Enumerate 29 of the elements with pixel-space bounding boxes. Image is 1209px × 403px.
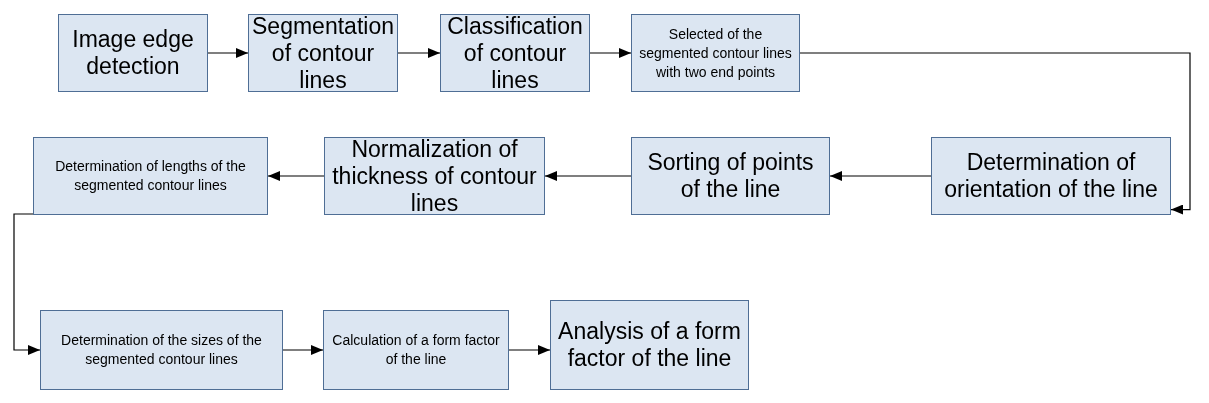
box-label: Determination of the sizes of the segmented contour lines (60, 331, 263, 369)
process-box (40, 310, 283, 390)
arrow (13, 213, 41, 355)
box-label: Determination of lengths of the segmented contour lines (54, 157, 247, 195)
box-label: Segmentation of contour lines (252, 12, 394, 94)
process-box (323, 310, 509, 390)
box-label: Selected of the segmented contour lines with two end points (638, 24, 793, 82)
box-label: Calculation of a form factor of the line (331, 331, 501, 369)
process-box (550, 300, 749, 390)
arrow (544, 171, 632, 181)
arrow (207, 48, 249, 58)
process-box (631, 14, 800, 92)
box-label: Image edge detection (71, 26, 195, 80)
box-label: Sorting of points of the line (646, 149, 815, 203)
arrow (282, 345, 324, 355)
box-label: Determination of orientation of the line (943, 149, 1159, 203)
box-label: Normalization of thickness of contour lines (331, 135, 538, 217)
box-label: Classification of contour lines (446, 12, 584, 94)
box-label: Analysis of a form factor of the line (557, 318, 742, 372)
arrow (589, 48, 632, 58)
process-box (931, 137, 1171, 215)
arrow (397, 48, 441, 58)
arrow (508, 345, 551, 355)
process-box (33, 137, 268, 215)
process-box (631, 137, 830, 215)
arrow (267, 171, 325, 181)
arrow (829, 171, 932, 181)
arrow (799, 52, 1191, 215)
process-box (58, 14, 208, 92)
